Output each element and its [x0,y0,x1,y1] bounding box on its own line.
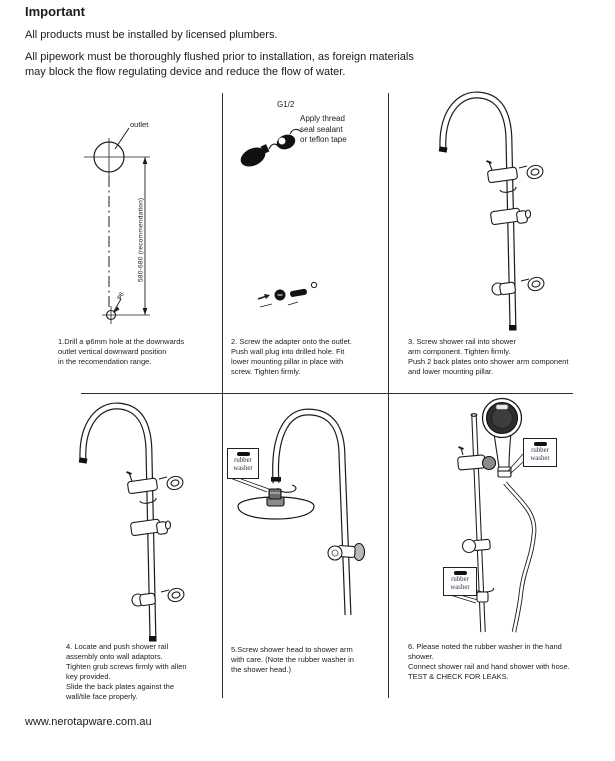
step-4-caption: 4. Locate and push shower rail assembly … [66,642,187,701]
instruction-step-5: rubber washer 5.Screw shower head to sho… [222,393,388,698]
hole-diameter-label: φ6 [115,291,126,302]
instruction-step-6: rubber washer rubber washer 6. Please no… [388,393,615,698]
step-6-caption: 6. Please noted the rubber washer in the… [408,642,570,681]
footer-url: www.nerotapware.com.au [25,716,152,728]
instruction-step-3: 3. Screw shower rail into shower arm com… [388,93,615,393]
thread-size-label: G1/2 [277,100,295,109]
rubber-washer-icon [236,452,250,456]
intro-paragraph-1: All products must be installed by licens… [25,29,278,41]
rubber-washer-callout-bottom: rubber washer [443,567,477,596]
instruction-step-2: G1/2 Apply thread seal sealant or teflon… [222,93,388,393]
instruction-step-1: 580-680 (recommendation) φ6 outlet 1.Dri… [0,93,222,393]
intro-paragraph-2: All pipework must be thoroughly flushed … [25,51,414,78]
dimension-label: 580-680 (recommendation) [138,198,145,282]
outlet-label: outlet [130,120,149,129]
step-1-caption: 1.Drill a φ6mm hole at the downwards out… [58,337,185,366]
grid-divider-horizontal [81,393,573,394]
drill-position-diagram: 580-680 (recommendation) φ6 [84,127,150,324]
rubber-washer-label: rubber washer [530,447,550,462]
grid-divider-vertical-1 [222,93,223,698]
rubber-washer-icon [533,442,547,446]
instruction-step-4: 4. Locate and push shower rail assembly … [0,393,222,701]
rubber-washer-icon [453,571,467,575]
shower-rail-diagram [388,93,615,337]
shower-head-diagram [229,408,366,616]
step-5-caption: 5.Screw shower head to shower arm with c… [231,645,354,674]
rubber-washer-callout-top: rubber washer [523,438,557,467]
rail-mount-diagram [0,393,222,645]
rubber-washer-callout: rubber washer [227,448,259,479]
rubber-washer-label: rubber washer [233,457,253,472]
adapter-diagram [240,128,318,308]
rubber-washer-label: rubber washer [450,576,470,591]
hand-shower-diagram [449,397,537,633]
sealant-note: Apply thread seal sealant or teflon tape [300,114,347,144]
step-3-caption: 3. Screw shower rail into shower arm com… [408,337,569,376]
grid-divider-vertical-2 [388,93,389,698]
step-2-caption: 2. Screw the adapter onto the outlet. Pu… [231,337,352,376]
page-title: Important [25,4,85,19]
